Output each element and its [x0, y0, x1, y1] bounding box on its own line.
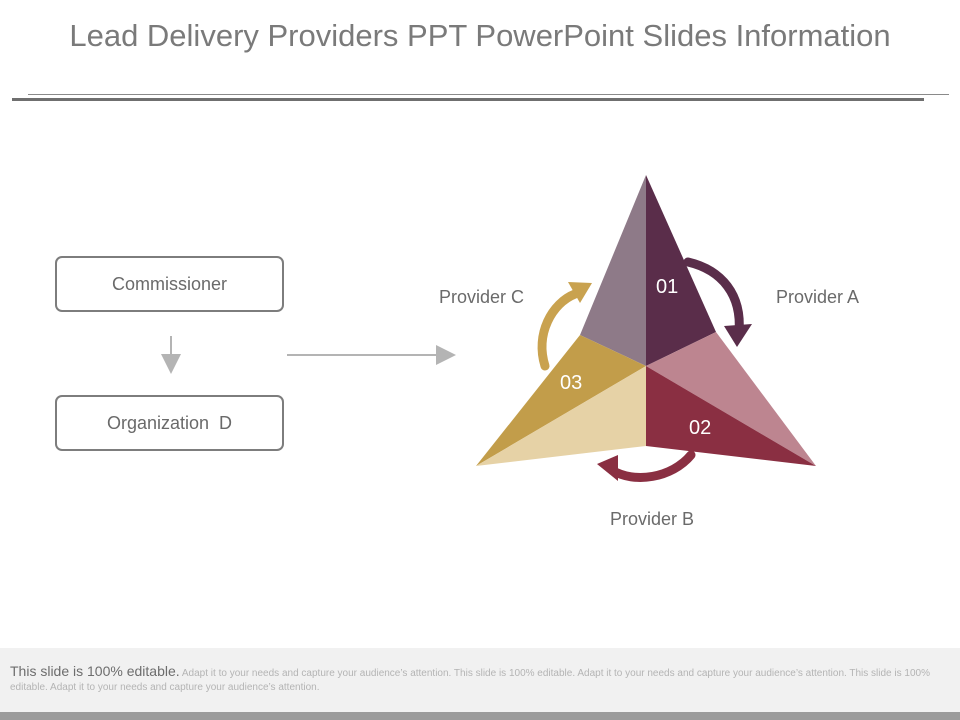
- organization-box: Organization D: [55, 395, 284, 451]
- footer-panel: This slide is 100% editable. Adapt it to…: [0, 648, 960, 712]
- commissioner-label: Commissioner: [111, 273, 228, 294]
- facet-02-left: [646, 366, 816, 466]
- segment-02-number: 02: [689, 417, 712, 439]
- provider-b-label: Provider B: [610, 509, 695, 529]
- title-divider-thick: [12, 98, 924, 101]
- facet-01-right: [646, 175, 716, 366]
- arrow-c-head: [568, 282, 592, 303]
- arrow-c: [537, 289, 580, 371]
- footer-lead: This slide is 100% editable.: [10, 663, 180, 679]
- facet-01-left: [580, 175, 646, 366]
- arrow-b-head: [597, 455, 618, 481]
- arrow-a-head: [724, 324, 752, 347]
- facet-03-right: [476, 366, 646, 466]
- slide-title: Lead Delivery Providers PPT PowerPoint S…: [69, 18, 891, 53]
- provider-c-label: Provider C: [439, 287, 525, 307]
- title-divider-thin: [28, 94, 949, 95]
- facet-02-right: [646, 332, 816, 466]
- arrow-b: [607, 450, 696, 482]
- segment-03-number: 03: [560, 372, 583, 394]
- bottom-bar: [0, 712, 960, 720]
- arrow-a: [683, 257, 744, 337]
- footer-text: This slide is 100% editable. Adapt it to…: [10, 664, 940, 695]
- organization-label: Organization D: [106, 412, 233, 433]
- provider-a-label: Provider A: [776, 287, 860, 307]
- segment-01-number: 01: [656, 276, 679, 298]
- commissioner-box: Commissioner: [55, 256, 284, 312]
- footer-body: Adapt it to your needs and capture your …: [10, 668, 930, 693]
- facet-03-left: [476, 335, 646, 466]
